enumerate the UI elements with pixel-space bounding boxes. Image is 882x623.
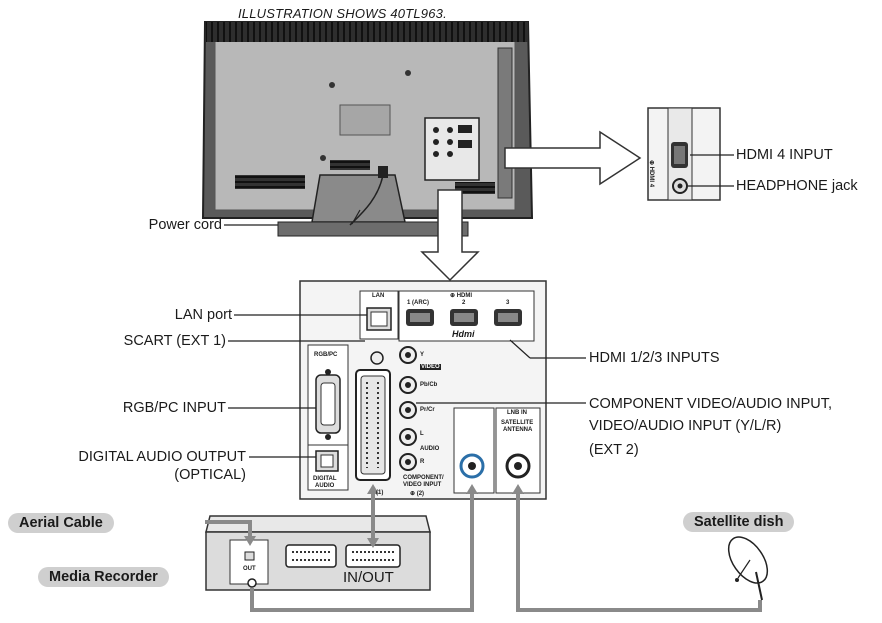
label-headphone: HEADPHONE jack <box>736 178 858 194</box>
zoom-arrow-right <box>504 130 642 186</box>
stand-base <box>277 221 469 237</box>
component-jacks <box>399 346 417 471</box>
lower-vent-right <box>455 182 495 194</box>
top-vent <box>206 22 528 42</box>
panel-side-hdmi4: ⊕ HDMI 4 <box>648 160 654 188</box>
label-power-cord: Power cord <box>148 217 222 233</box>
recorder-in-out: IN/OUT <box>343 569 394 586</box>
panel-digital: DIGITAL <box>313 476 337 482</box>
label-digital-audio-2: (OPTICAL) <box>174 467 246 483</box>
panel-hdmi-2: 2 <box>462 300 466 306</box>
panel-pr: Pr/Cr <box>420 407 435 413</box>
label-hdmi123: HDMI 1/2/3 INPUTS <box>589 350 720 366</box>
cables <box>205 488 762 612</box>
panel-l: L <box>420 431 424 437</box>
panel-hdmi-3: 3 <box>506 300 510 306</box>
panel-satellite: SATELLITE <box>501 420 534 426</box>
panel-ext1: (1) <box>376 490 384 496</box>
panel-lnb-in: LNB IN <box>507 410 527 416</box>
illustration-caption: ILLUSTRATION SHOWS 40TL963. <box>238 6 447 21</box>
badge-aerial-cable: Aerial Cable <box>8 513 114 533</box>
badge-satellite-dish: Satellite dish <box>683 512 795 532</box>
label-lan-port: LAN port <box>174 307 232 323</box>
panel-ext2: ⊕ (2) <box>410 491 425 497</box>
lower-vent-left <box>235 175 305 189</box>
panel-rgb-pc: RGB/PC <box>314 352 338 358</box>
label-digital-audio-1: DIGITAL AUDIO OUTPUT <box>78 449 246 465</box>
panel-audio2: AUDIO <box>315 483 335 489</box>
recorder-out-text: OUT <box>243 566 256 572</box>
aerial-cable-line <box>205 520 252 540</box>
label-rgb-pc: RGB/PC INPUT <box>122 400 226 416</box>
label-scart: SCART (EXT 1) <box>123 333 226 349</box>
badge-media-recorder: Media Recorder <box>38 567 169 587</box>
panel-r: R <box>420 459 425 465</box>
zoom-arrow-down <box>420 189 480 282</box>
side-panel <box>647 107 721 201</box>
panel-hdmi-logo: Hdmi <box>452 329 475 339</box>
panel-lan-text: LAN <box>372 293 385 299</box>
panel-y: Y <box>420 352 425 358</box>
satellite-dish-icon <box>727 536 769 601</box>
panel-antenna: ANTENNA <box>503 427 533 433</box>
label-hdmi4: HDMI 4 INPUT <box>736 147 833 163</box>
label-component-2: VIDEO/AUDIO INPUT (Y/L/R) <box>589 418 782 434</box>
panel-video: VIDEO <box>420 364 441 370</box>
connection-panel <box>299 280 547 500</box>
tv-stand <box>311 174 406 223</box>
panel-component: COMPONENT/ <box>403 475 444 481</box>
label-component-1: COMPONENT VIDEO/AUDIO INPUT, <box>589 396 833 412</box>
label-component-3: (EXT 2) <box>589 442 639 458</box>
hdmi-ports <box>406 309 522 326</box>
panel-video-input: VIDEO INPUT <box>403 482 442 488</box>
tv-back <box>201 21 534 237</box>
panel-pb: Pb/Cb <box>420 382 438 388</box>
media-recorder <box>205 515 431 591</box>
recorder-to-tv-cable <box>250 490 474 612</box>
panel-audio: AUDIO <box>420 446 440 452</box>
satellite-cable <box>516 488 762 612</box>
panel-hdmi-header: ⊕ HDMI <box>450 293 473 299</box>
panel-hdmi-1: 1 (ARC) <box>407 300 429 306</box>
